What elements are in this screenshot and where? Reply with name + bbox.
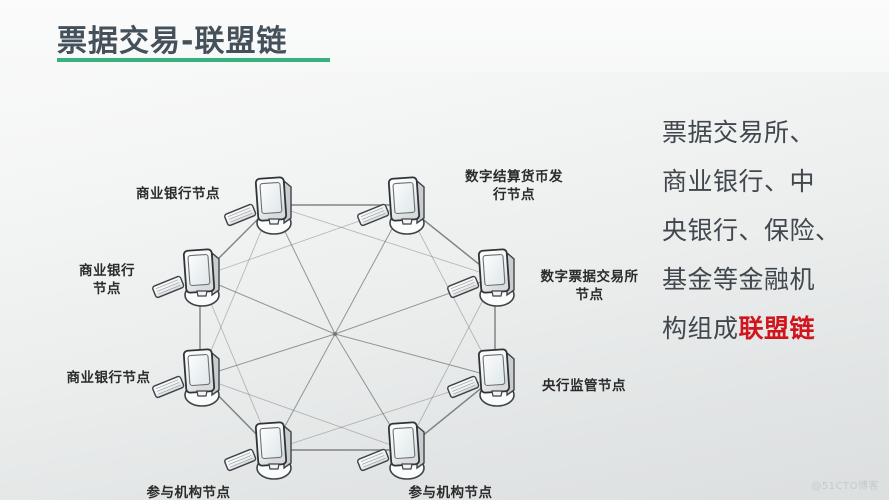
network-edge-spoke (199, 333, 336, 378)
computer-screen (392, 426, 416, 460)
computer-screen (259, 181, 283, 215)
computer-screen (259, 426, 283, 460)
node-label-n6: 参与机构节点 (146, 485, 231, 500)
computer-screen (187, 253, 211, 287)
keyboard-icon (224, 448, 257, 472)
keyboard-key-row (453, 284, 476, 295)
title-band: 票据交易-联盟链 (0, 0, 889, 72)
keyboard-icon (447, 375, 480, 399)
keyboard-icon (357, 448, 390, 472)
network-hub-point (332, 331, 338, 337)
keyboard-icon (152, 275, 185, 299)
desktop-computer-icon (357, 421, 425, 480)
keyboard-key-row (227, 452, 251, 462)
network-edge-spoke (199, 276, 336, 335)
computer-stand (196, 290, 208, 297)
keyboard-key-row (230, 457, 253, 468)
computer-stand (491, 290, 503, 297)
network-nodes-group (152, 176, 515, 480)
keyboard-key-row (230, 212, 253, 223)
network-topology-diagram: 商业银行节点 数字结算货币发 行节点数字票据交易所 节点央行监管节点参与机构节点 参… (0, 72, 640, 500)
desktop-computer-icon (152, 348, 220, 407)
desktop-computer-icon (357, 176, 425, 235)
computer-screen (187, 353, 211, 387)
computer-stand (196, 390, 208, 397)
network-edge-chord (199, 204, 273, 378)
node-label-n1: 商业银行节点 (136, 186, 220, 202)
node-label-n2: 数字结算货币发 行节点 (465, 169, 563, 204)
keyboard-key-row (228, 210, 252, 220)
computer-stand (491, 390, 503, 397)
keyboard-key-row (158, 384, 181, 395)
page-title: 票据交易-联盟链 (57, 24, 288, 59)
keyboard-icon (152, 375, 185, 399)
keyboard-key-row (361, 210, 385, 220)
alliance-chain-highlight: 联盟链 (738, 314, 816, 343)
keyboard-key-row (360, 452, 384, 462)
keyboard-key-row (155, 379, 179, 389)
node-label-n3: 数字票据交易所 节点 (540, 269, 639, 304)
keyboard-key-row (158, 284, 181, 295)
node-label-n7: 商业银行节点 (66, 370, 151, 386)
network-topology-svg (152, 176, 515, 480)
site-watermark: @51CTO博客 (811, 481, 879, 492)
summary-line-5: 构组成联盟链 (662, 304, 877, 353)
keyboard-key-row (363, 212, 386, 223)
keyboard-icon (357, 203, 390, 227)
keyboard-key-row (156, 382, 180, 392)
computer-screen (392, 181, 416, 215)
network-edge-chord (199, 376, 406, 451)
summary-line-5-prefix: 构组成 (662, 314, 739, 343)
computer-stand (401, 218, 413, 225)
computer-stand (401, 463, 413, 470)
summary-paragraph: 票据交易所、 商业银行、中 央银行、保险、 基金等金融机 构组成联盟链 (662, 108, 877, 353)
network-edges-group (199, 204, 496, 451)
computer-screen (482, 253, 506, 287)
summary-line-1: 票据交易所、 (662, 118, 816, 147)
node-label-n8: 商业银行 节点 (79, 263, 135, 298)
computer-stand (268, 463, 280, 470)
desktop-computer-icon (447, 248, 515, 307)
keyboard-key-row (363, 457, 386, 468)
network-edge-chord (199, 276, 273, 451)
keyboard-key-row (227, 207, 251, 217)
desktop-computer-icon (224, 421, 292, 480)
keyboard-key-row (453, 384, 476, 395)
keyboard-key-row (450, 279, 474, 289)
desktop-computer-icon (152, 248, 220, 307)
summary-line-2: 商业银行、中 (662, 167, 816, 196)
desktop-computer-icon (447, 348, 515, 407)
keyboard-key-row (361, 455, 385, 465)
computer-stand (268, 218, 280, 225)
summary-line-3: 央银行、保险、 (662, 216, 841, 245)
keyboard-key-row (360, 207, 384, 217)
node-label-n5: 参与机构节点 (408, 485, 493, 500)
keyboard-key-row (451, 282, 475, 292)
node-label-n4: 央行监管节点 (542, 378, 626, 394)
keyboard-key-row (450, 379, 474, 389)
keyboard-icon (224, 203, 257, 227)
keyboard-icon (447, 275, 480, 299)
network-edge-spoke (334, 333, 496, 378)
title-underline-rule (57, 58, 330, 62)
desktop-computer-icon (224, 176, 292, 235)
keyboard-key-row (451, 382, 475, 392)
keyboard-key-row (228, 455, 252, 465)
network-edge-chord (271, 204, 496, 278)
keyboard-key-row (155, 279, 179, 289)
summary-line-4: 基金等金融机 (662, 265, 816, 294)
computer-screen (482, 353, 506, 387)
keyboard-key-row (156, 282, 180, 292)
network-edge-chord (404, 276, 496, 451)
